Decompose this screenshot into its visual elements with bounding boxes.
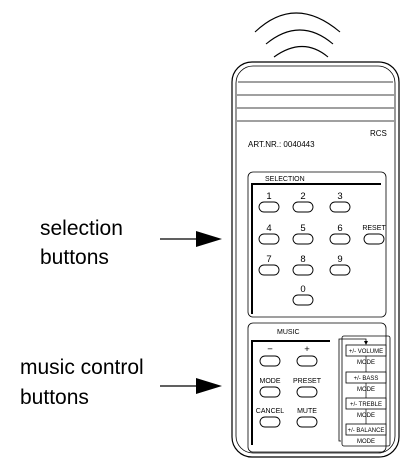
signal-arc-outer bbox=[254, 12, 341, 33]
digit-key-3[interactable] bbox=[329, 201, 351, 213]
digit-label-0: 0 bbox=[300, 284, 305, 295]
selection-bracket bbox=[251, 183, 381, 314]
digit-key-6[interactable] bbox=[329, 233, 351, 245]
digit-button-0[interactable]: 0 bbox=[292, 284, 314, 306]
digit-label-2: 2 bbox=[300, 191, 305, 202]
music-callout-arrowhead bbox=[196, 378, 222, 394]
mode-item-text: +/- TREBLE bbox=[350, 402, 382, 408]
music-panel: MUSIC bbox=[247, 322, 387, 453]
digit-label-4: 4 bbox=[266, 223, 271, 234]
digit-label-3: 3 bbox=[337, 191, 342, 202]
mode-cycle-arrow bbox=[364, 341, 368, 345]
digit-button-1[interactable]: 1 bbox=[258, 191, 280, 213]
digit-key-4[interactable] bbox=[258, 233, 280, 245]
digit-key-8[interactable] bbox=[292, 264, 314, 276]
digit-label-1: 1 bbox=[266, 191, 271, 202]
mode-item-text: +/- VOLUME bbox=[349, 349, 383, 355]
digit-key-1[interactable] bbox=[258, 201, 280, 213]
cancel-label: CANCEL bbox=[256, 408, 285, 415]
plus-button[interactable]: + bbox=[296, 344, 318, 367]
reset-key[interactable] bbox=[363, 233, 385, 245]
music-buttons: − + MODE PRESET CANCEL MUTE bbox=[256, 344, 322, 428]
digit-button-8[interactable]: 8 bbox=[292, 254, 314, 276]
music-panel-frame bbox=[247, 322, 387, 453]
cancel-key[interactable] bbox=[259, 416, 281, 428]
ir-window bbox=[237, 81, 394, 122]
digit-button-9[interactable]: 9 bbox=[329, 254, 351, 276]
mode-key[interactable] bbox=[259, 386, 281, 398]
selection-callout-line2: buttons bbox=[40, 246, 109, 269]
digit-key-0[interactable] bbox=[292, 294, 314, 306]
reset-button[interactable]: RESET bbox=[362, 225, 386, 245]
plus-label: + bbox=[304, 344, 310, 355]
article-number: ART.NR.: 0040443 bbox=[248, 140, 315, 149]
selection-buttons: 1 2 3 4 5 6 RESET 7 bbox=[258, 191, 386, 306]
plus-key[interactable] bbox=[296, 355, 318, 367]
mute-button[interactable]: MUTE bbox=[296, 408, 318, 428]
selection-callout: selection buttons bbox=[40, 217, 222, 269]
digit-label-8: 8 bbox=[300, 254, 305, 265]
preset-key[interactable] bbox=[296, 386, 318, 398]
selection-panel: SELECTION bbox=[247, 171, 387, 318]
mode-item-text: +/- BASS bbox=[354, 376, 379, 382]
mode-caption: MODE bbox=[357, 439, 375, 445]
selection-callout-line1: selection bbox=[40, 217, 123, 240]
minus-button[interactable]: − bbox=[259, 344, 281, 367]
music-callout-line2: buttons bbox=[20, 386, 89, 409]
mode-label: MODE bbox=[260, 378, 281, 385]
mode-item-text: +/- BALANCE bbox=[348, 428, 385, 434]
selection-callout-arrowhead bbox=[196, 231, 222, 247]
digit-button-4[interactable]: 4 bbox=[258, 223, 280, 245]
digit-button-2[interactable]: 2 bbox=[292, 191, 314, 213]
signal-waves bbox=[254, 12, 341, 58]
mode-item-bass: +/- BASS MODE bbox=[345, 371, 387, 399]
signal-arc-middle bbox=[265, 29, 334, 45]
digit-label-6: 6 bbox=[337, 223, 342, 234]
mode-button[interactable]: MODE bbox=[259, 378, 281, 398]
digit-key-2[interactable] bbox=[292, 201, 314, 213]
cancel-button[interactable]: CANCEL bbox=[256, 408, 285, 428]
digit-label-9: 9 bbox=[337, 254, 342, 265]
brand-label: RCS bbox=[370, 129, 387, 138]
signal-arc-inner bbox=[273, 45, 329, 58]
selection-heading: SELECTION bbox=[265, 176, 305, 183]
mute-label: MUTE bbox=[297, 408, 317, 415]
reset-label: RESET bbox=[362, 225, 386, 232]
minus-key[interactable] bbox=[259, 355, 281, 367]
digit-label-7: 7 bbox=[266, 254, 271, 265]
digit-key-9[interactable] bbox=[329, 264, 351, 276]
mode-item-treble: +/- TREBLE MODE bbox=[345, 397, 387, 425]
digit-button-7[interactable]: 7 bbox=[258, 254, 280, 276]
music-callout-line1: music control bbox=[20, 356, 144, 379]
digit-button-3[interactable]: 3 bbox=[329, 191, 351, 213]
mode-cycle-frame bbox=[341, 335, 391, 447]
preset-button[interactable]: PRESET bbox=[293, 378, 322, 398]
digit-button-6[interactable]: 6 bbox=[329, 223, 351, 245]
digit-key-7[interactable] bbox=[258, 264, 280, 276]
minus-label: − bbox=[267, 344, 273, 355]
mode-cycle-loop bbox=[338, 338, 367, 442]
preset-label: PRESET bbox=[293, 378, 322, 385]
remote-inner-outline bbox=[235, 65, 396, 454]
selection-panel-frame bbox=[247, 171, 387, 318]
digit-label-5: 5 bbox=[300, 223, 305, 234]
mode-cycle-display: +/- VOLUME MODE +/- BASS MODE +/- TREBLE… bbox=[338, 335, 391, 447]
music-callout: music control buttons bbox=[20, 356, 222, 409]
mute-key[interactable] bbox=[296, 416, 318, 428]
music-heading: MUSIC bbox=[277, 329, 300, 336]
digit-button-5[interactable]: 5 bbox=[292, 223, 314, 245]
mode-item-volume: +/- VOLUME MODE bbox=[345, 344, 387, 373]
music-bracket bbox=[251, 340, 330, 445]
digit-key-5[interactable] bbox=[292, 233, 314, 245]
mode-item-balance: +/- BALANCE MODE bbox=[345, 423, 387, 445]
mode-item-box bbox=[345, 423, 387, 436]
